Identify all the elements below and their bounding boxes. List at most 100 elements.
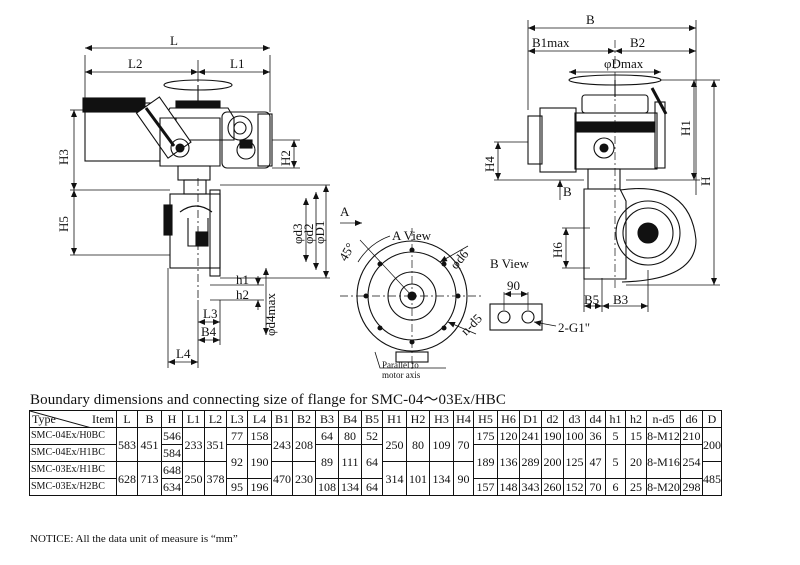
dim-B2: B2 xyxy=(630,35,645,50)
cell-H4: 90 xyxy=(453,461,474,496)
table-row: SMC-03Ex/H1BC 628 713 648 250 378 470 23… xyxy=(29,461,722,496)
cell-nd5: 8-M12 xyxy=(646,427,681,445)
dim-d4max: φd4max xyxy=(263,293,278,336)
row-type: SMC-04Ex/H1BC xyxy=(29,444,117,462)
table-row: SMC-03Ex/H2BC 634 95 196 108 134 64 157 … xyxy=(29,478,722,496)
left-view-dimensions xyxy=(70,45,362,368)
dim-B5: B5 xyxy=(584,292,599,307)
cell-nd5: 8-M16 xyxy=(646,444,681,479)
cell-d2: 200 xyxy=(541,444,564,479)
col-d6: d6 xyxy=(680,410,703,428)
cell-h1: 5 xyxy=(605,444,626,479)
dim-B1max: B1max xyxy=(532,35,570,50)
cell-h2: 20 xyxy=(625,444,647,479)
cell-H2: 101 xyxy=(406,461,430,496)
cell-D1: 289 xyxy=(519,444,542,479)
dim-H2: H2 xyxy=(278,150,293,166)
cell-B2: 208 xyxy=(292,427,316,462)
cell-h1: 6 xyxy=(605,478,626,496)
b-view-thread: 2-G1" xyxy=(558,320,590,335)
cell-D: 485 xyxy=(702,461,722,496)
cell-d4: 70 xyxy=(585,478,606,496)
cell-d2: 260 xyxy=(541,478,564,496)
cell-d6: 298 xyxy=(680,478,703,496)
cell-L3: 95 xyxy=(226,478,248,496)
col-D: D xyxy=(702,410,722,428)
cell-D1: 343 xyxy=(519,478,542,496)
dim-L4: L4 xyxy=(176,346,191,361)
cell-B4: 111 xyxy=(338,444,362,479)
cell-H4: 70 xyxy=(453,427,474,462)
cell-H6: 120 xyxy=(497,427,520,445)
dim-h1: h1 xyxy=(236,272,249,287)
a-view-nd5: n-d5 xyxy=(458,311,485,338)
cell-B3: 108 xyxy=(315,478,339,496)
cell-d2: 190 xyxy=(541,427,564,445)
col-L3: L3 xyxy=(226,410,248,428)
cell-L4: 158 xyxy=(247,427,272,445)
cell-nd5: 8-M20 xyxy=(646,478,681,496)
cell-H: 648 xyxy=(161,461,183,479)
dim-L1: L1 xyxy=(230,56,244,71)
cell-B3: 64 xyxy=(315,427,339,445)
dim-B: B xyxy=(586,12,595,27)
cell-B1: 470 xyxy=(271,461,293,496)
dim-L: L xyxy=(170,33,178,48)
table-row: SMC-04Ex/H0BC 583 451 546 233 351 77 158… xyxy=(29,427,722,462)
cell-B: 713 xyxy=(137,461,162,496)
col-L4: L4 xyxy=(247,410,272,428)
cell-H: 584 xyxy=(161,444,183,462)
dim-B3: B3 xyxy=(613,292,628,307)
corner-cell: Item Type xyxy=(29,410,117,428)
right-view-dimensions xyxy=(494,20,720,312)
col-H2: H2 xyxy=(406,410,430,428)
cell-B4: 134 xyxy=(338,478,362,496)
cell-B3: 89 xyxy=(315,444,339,479)
col-d4: d4 xyxy=(585,410,606,428)
row-type: SMC-03Ex/H1BC xyxy=(29,461,117,479)
cell-h2: 25 xyxy=(625,478,647,496)
dim-d2: φd2 xyxy=(301,223,316,244)
cell-H5: 189 xyxy=(473,444,498,479)
cell-H6: 136 xyxy=(497,444,520,479)
notice-text: NOTICE: All the data unit of measure is … xyxy=(30,533,238,545)
col-L1: L1 xyxy=(182,410,205,428)
cell-L2: 351 xyxy=(204,427,227,462)
col-d3: d3 xyxy=(563,410,586,428)
dim-H4: H4 xyxy=(482,156,497,172)
dim-H: H xyxy=(698,177,713,186)
cell-B2: 230 xyxy=(292,461,316,496)
col-H3: H3 xyxy=(429,410,454,428)
cell-L: 628 xyxy=(116,461,138,496)
col-d2: d2 xyxy=(541,410,564,428)
cell-H: 634 xyxy=(161,478,183,496)
cell-H3: 109 xyxy=(429,427,454,462)
cell-L3: 92 xyxy=(226,444,248,479)
cell-D1: 241 xyxy=(519,427,542,445)
dim-H3: H3 xyxy=(56,149,71,165)
cell-B1: 243 xyxy=(271,427,293,462)
corner-type: Type xyxy=(32,412,56,426)
a-view-flange xyxy=(340,228,484,372)
a-view-note: Parallel to motor axis xyxy=(382,360,421,380)
cell-L3: 77 xyxy=(226,427,248,445)
cell-H5: 175 xyxy=(473,427,498,445)
col-B2: B2 xyxy=(292,410,316,428)
col-B1: B1 xyxy=(271,410,293,428)
cell-L4: 196 xyxy=(247,478,272,496)
cell-B4: 80 xyxy=(338,427,362,445)
col-h1: h1 xyxy=(605,410,626,428)
col-h2: h2 xyxy=(625,410,647,428)
cell-d4: 36 xyxy=(585,427,606,445)
a-view-title: A View xyxy=(392,228,432,243)
dim-D1: φD1 xyxy=(312,221,327,244)
col-L2: L2 xyxy=(204,410,227,428)
cell-d4: 47 xyxy=(585,444,606,479)
cell-H1: 250 xyxy=(382,427,407,462)
cell-h2: 15 xyxy=(625,427,647,445)
table-header-row: Item Type L B H L1 L2 L3 L4 B1 B2 B3 B4 … xyxy=(29,410,722,428)
table-row: SMC-04Ex/H1BC 584 92 190 89 111 64 189 1… xyxy=(29,444,722,479)
right-view-actuator xyxy=(527,40,697,290)
cell-H2: 80 xyxy=(406,427,430,462)
cell-d6: 254 xyxy=(680,444,703,479)
